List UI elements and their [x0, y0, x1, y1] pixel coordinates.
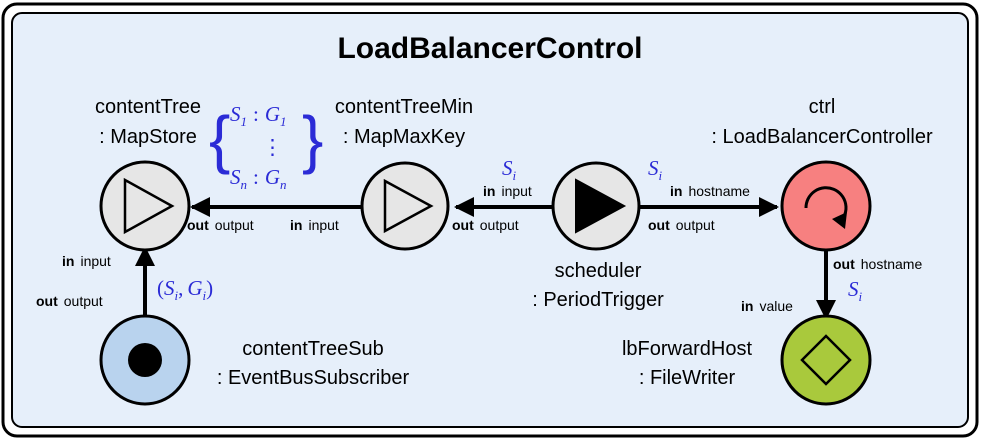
right-brace: } — [302, 103, 323, 175]
contentTreeMin-name: contentTreeMin — [335, 96, 473, 118]
triangle-filled-icon — [575, 178, 627, 234]
map-last-entry: Sn:Gn — [230, 165, 287, 192]
filled-dot-icon — [128, 343, 162, 377]
lbForwardHost-name: lbForwardHost — [622, 338, 752, 360]
ctrl-name: ctrl — [809, 96, 836, 118]
node-scheduler[interactable] — [551, 161, 641, 251]
diagram-title: LoadBalancerControl — [337, 32, 642, 65]
diamond-icon — [800, 334, 852, 386]
contentTreeSub-name: contentTreeSub — [242, 338, 384, 360]
circular-arrow-icon — [804, 186, 848, 229]
left-brace: { — [209, 103, 230, 175]
map-vdots: ⋮ — [262, 135, 283, 159]
contentTreeMin-type: : MapMaxKey — [343, 126, 465, 148]
node-contentTreeSub[interactable] — [99, 314, 191, 406]
contentTree-type: : MapStore — [99, 126, 197, 148]
subscriber-pair-signal: (Si,Gi) — [157, 276, 213, 303]
contentTreeSub-type: : EventBusSubscriber — [217, 367, 410, 389]
ctrl-input-signal: Si — [648, 156, 663, 183]
triangle-outline-icon — [383, 178, 434, 234]
scheduler-input-signal: Si — [502, 156, 517, 183]
contentTree-name: contentTree — [95, 96, 201, 118]
ctrl-output-signal: Si — [848, 277, 863, 304]
map-first-entry: S1:G1 — [230, 102, 287, 129]
node-ctrl[interactable] — [780, 160, 872, 252]
node-lbForwardHost[interactable] — [780, 314, 872, 406]
triangle-outline-icon — [123, 177, 175, 235]
inner-frame — [11, 12, 969, 428]
node-contentTreeMin[interactable] — [360, 161, 450, 251]
ctrl-type: : LoadBalancerController — [711, 126, 933, 148]
scheduler-name: scheduler — [555, 260, 642, 282]
node-contentTree[interactable] — [99, 160, 191, 252]
scheduler-type: : PeriodTrigger — [532, 289, 664, 311]
map-contents-annotation: { S1:G1 ⋮ Sn:Gn } — [209, 102, 323, 192]
lbForwardHost-type: : FileWriter — [639, 367, 736, 389]
